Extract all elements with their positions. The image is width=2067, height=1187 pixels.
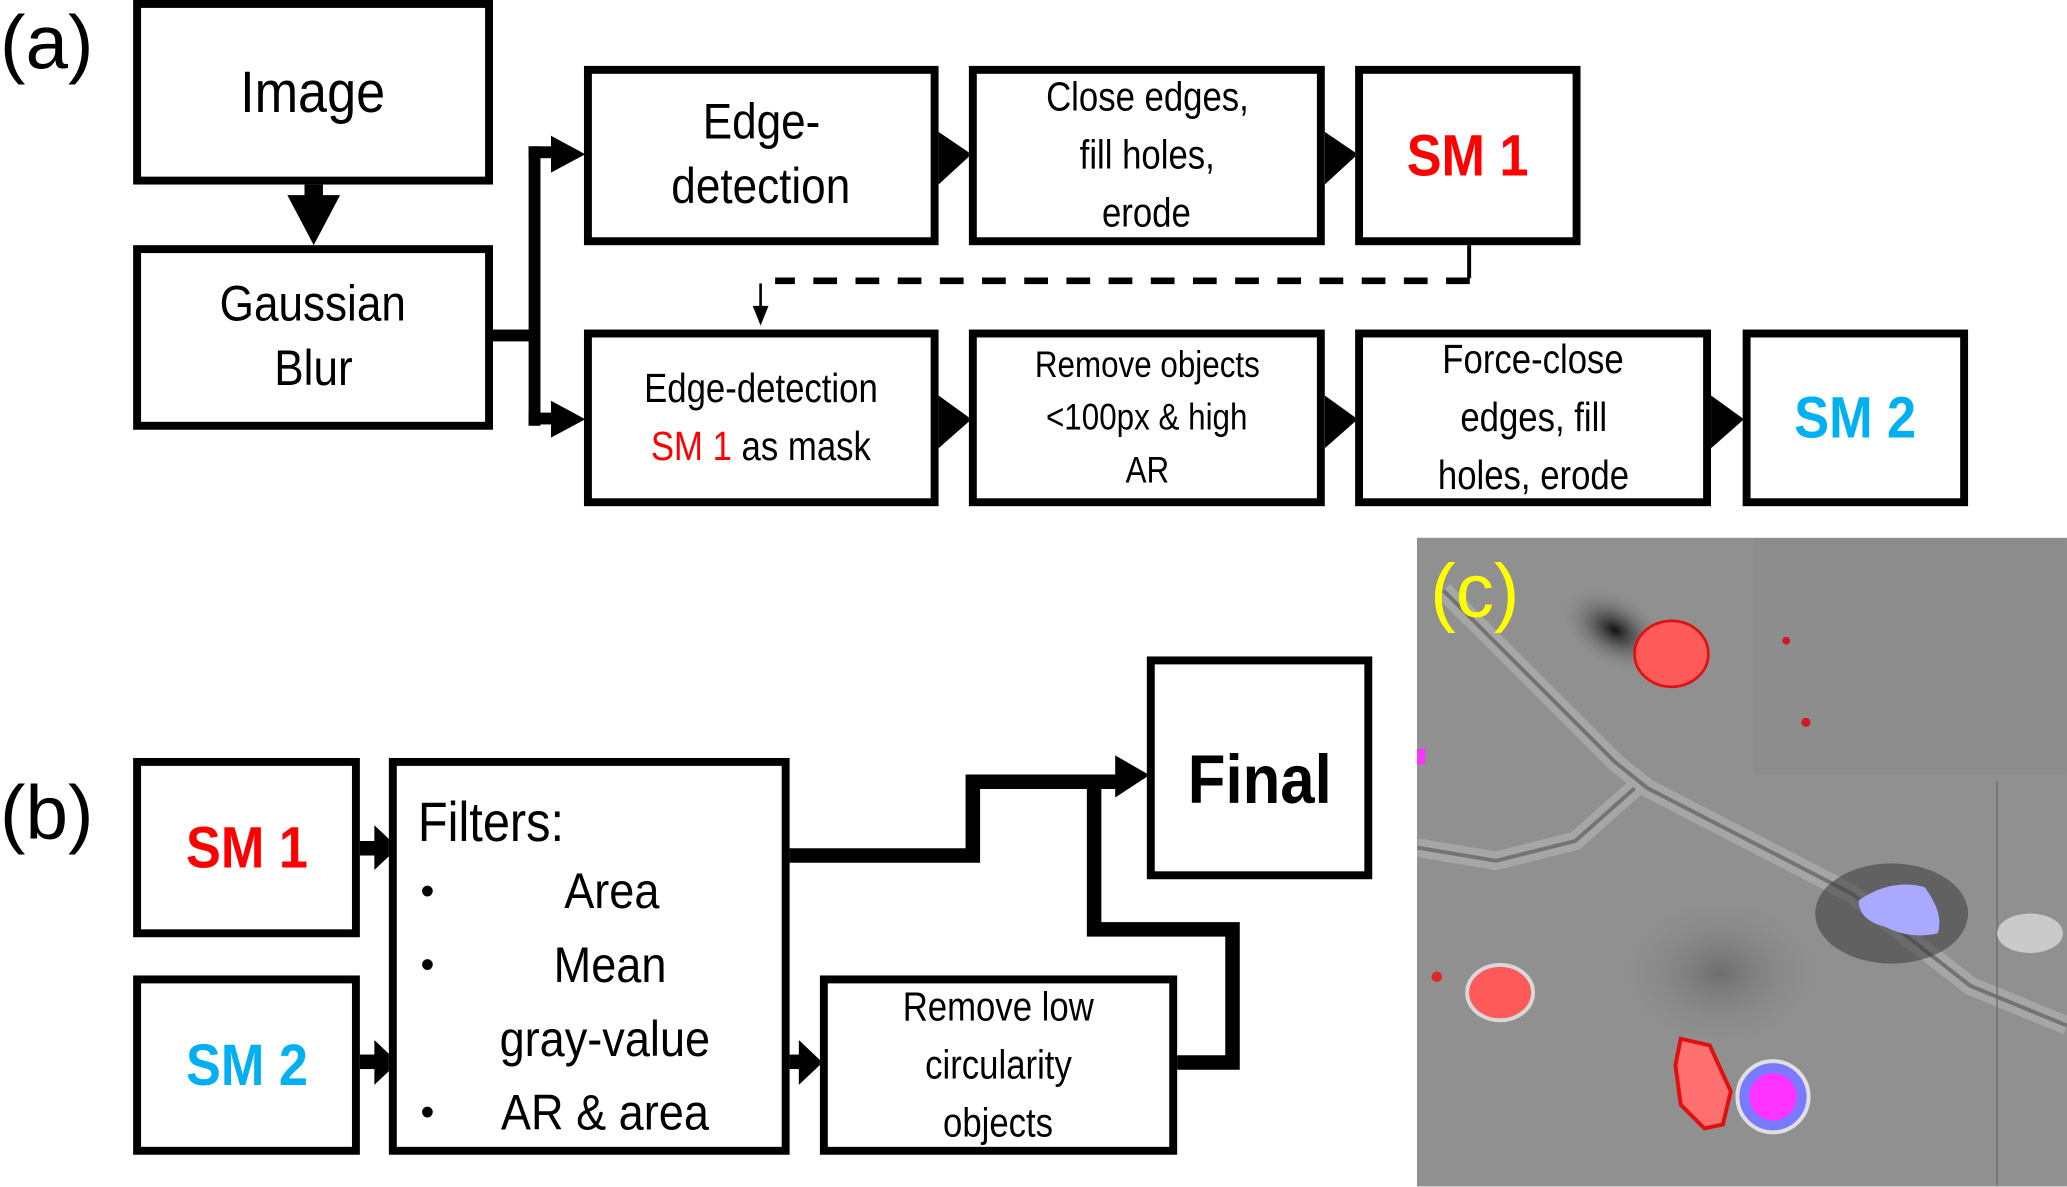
edge-mask-line1: Edge-detection bbox=[644, 365, 879, 412]
edge-mask-rest: as mask bbox=[732, 423, 872, 470]
connector-b-sm2 bbox=[358, 1054, 378, 1070]
arrow-remove-to-force bbox=[1324, 395, 1358, 449]
sm2-output-box: SM 2 bbox=[1742, 329, 1969, 507]
b-sm1-box: SM 1 bbox=[133, 757, 360, 938]
b-sm2-box: SM 2 bbox=[133, 975, 360, 1155]
edge-detection-box: Edge- detection bbox=[583, 65, 939, 246]
connector-b-sm1 bbox=[358, 841, 378, 856]
bullet-icon: • bbox=[420, 870, 435, 915]
filter-item-ar-area: •AR & area bbox=[418, 1077, 734, 1151]
gaussian-blur-line2: Blur bbox=[273, 341, 353, 397]
force-close-box: Force-close edges, fill holes, erode bbox=[1355, 329, 1712, 507]
close-edges-box: Close edges, fill holes, erode bbox=[968, 65, 1325, 246]
connector-filters-to-final bbox=[788, 774, 1118, 863]
arrow-to-final-head bbox=[1115, 755, 1150, 798]
sm2-output-label: SM 2 bbox=[1794, 385, 1917, 451]
panel-a-label: (a) bbox=[0, 0, 94, 86]
remove-objects-line1: Remove objects bbox=[1034, 344, 1260, 386]
microscopy-render bbox=[1417, 537, 2067, 1187]
overlay-red-cell-2 bbox=[1465, 962, 1536, 1023]
overlay-lavender-cell bbox=[1858, 884, 1940, 936]
remove-low-line3: objects bbox=[943, 1099, 1054, 1146]
edge-detection-mask-box: Edge-detection SM 1 as mask bbox=[583, 329, 939, 507]
arrow-mask-to-remove bbox=[938, 395, 972, 449]
panel-b-label: (b) bbox=[0, 769, 94, 856]
final-box: Final bbox=[1146, 656, 1373, 880]
force-close-line3: holes, erode bbox=[1437, 452, 1629, 499]
filter-item-mean: •Mean bbox=[418, 930, 734, 1004]
gaussian-blur-line1: Gaussian bbox=[219, 276, 407, 332]
edge-detection-line1: Edge- bbox=[702, 94, 821, 150]
bullet-icon: • bbox=[420, 1091, 435, 1136]
arrow-close-to-sm1 bbox=[1324, 131, 1358, 185]
force-close-line2: edges, fill bbox=[1459, 394, 1607, 441]
panel-c-label: (c) bbox=[1430, 548, 1520, 635]
arrow-force-to-sm2 bbox=[1711, 395, 1744, 449]
arrow-image-to-blur-stem bbox=[304, 184, 323, 198]
final-label: Final bbox=[1187, 742, 1332, 819]
edge-mask-line2: SM 1 as mask bbox=[651, 418, 871, 476]
close-edges-line2: fill holes, bbox=[1079, 131, 1215, 178]
remove-low-circularity-box: Remove low circularity objects bbox=[819, 975, 1178, 1155]
close-edges-line3: erode bbox=[1102, 189, 1192, 236]
sm1-output-label: SM 1 bbox=[1406, 123, 1529, 188]
connector-blur-out bbox=[493, 329, 538, 342]
dashed-feedback-riser bbox=[759, 283, 762, 310]
edge-detection-line2: detection bbox=[671, 159, 851, 215]
connector-filters-to-remove bbox=[788, 1054, 805, 1070]
b-sm2-label: SM 2 bbox=[185, 1032, 308, 1098]
arrow-image-to-blur-head bbox=[287, 195, 341, 246]
remove-low-line1: Remove low bbox=[902, 983, 1095, 1030]
remove-objects-line3: AR bbox=[1125, 449, 1169, 491]
overlay-red-dot-3 bbox=[1431, 971, 1443, 983]
arrow-edge-to-close bbox=[938, 131, 972, 185]
remove-objects-box: Remove objects <100px & high AR bbox=[968, 329, 1325, 507]
force-close-line1: Force-close bbox=[1442, 336, 1624, 383]
edge-mask-sm1-highlight: SM 1 bbox=[651, 423, 733, 470]
remove-low-line2: circularity bbox=[925, 1041, 1072, 1088]
remove-objects-line2: <100px & high bbox=[1046, 396, 1248, 438]
arrow-to-edge-mask-head bbox=[551, 400, 586, 438]
sm1-output-box: SM 1 bbox=[1355, 65, 1581, 246]
filters-header: Filters: bbox=[417, 790, 565, 853]
filters-box: Filters: •Area •Mean gray-value •AR & ar… bbox=[388, 757, 790, 1155]
close-edges-line1: Close edges, bbox=[1045, 73, 1249, 120]
bullet-icon: • bbox=[420, 944, 435, 988]
connector-split-top bbox=[528, 146, 555, 159]
overlay-red-dot-2 bbox=[1801, 717, 1811, 727]
image-box: Image bbox=[133, 0, 494, 185]
dashed-feedback-drop bbox=[1467, 243, 1472, 279]
gaussian-blur-box: Gaussian Blur bbox=[133, 245, 494, 430]
filter-item-gray-value: gray-value bbox=[499, 1012, 711, 1069]
filter-item-area: •Area bbox=[418, 856, 734, 930]
connector-split-bottom bbox=[528, 412, 555, 425]
overlay-red-cell-1 bbox=[1633, 619, 1710, 689]
arrow-to-edge-detection-head bbox=[551, 135, 586, 173]
b-sm1-label: SM 1 bbox=[185, 815, 308, 880]
overlay-magenta-cell bbox=[1749, 1073, 1797, 1121]
filters-list: •Area •Mean gray-value •AR & area bbox=[418, 856, 734, 1151]
microscopy-image: (c) bbox=[1417, 537, 2067, 1187]
dashed-feedback-head bbox=[752, 305, 769, 326]
overlay-red-cell-3 bbox=[1673, 1036, 1733, 1131]
connector-split-vertical bbox=[528, 146, 541, 426]
image-box-label: Image bbox=[240, 59, 386, 125]
overlay-red-dot-1 bbox=[1782, 636, 1791, 645]
